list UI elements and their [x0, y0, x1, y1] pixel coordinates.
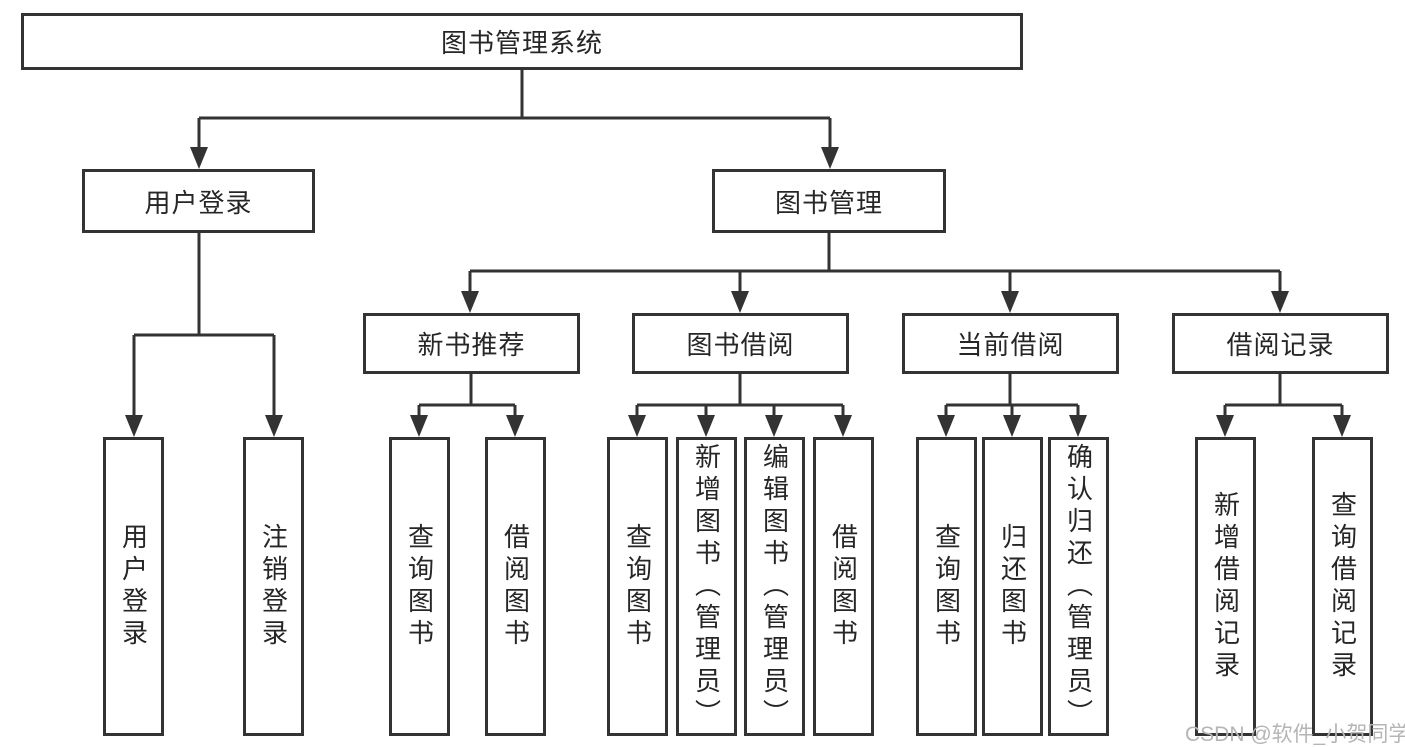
leaf-query-books-current-label: 查询图书: [931, 522, 962, 651]
arrow-icon: [731, 291, 749, 313]
leaf-return-books-label: 归还图书: [997, 522, 1028, 651]
leaf-confirm-return-admin-label: 确认归还（管理员）: [1063, 442, 1094, 731]
arrow-icon: [1003, 415, 1021, 437]
leaf-query-borrow-record-label: 查询借阅记录: [1327, 490, 1358, 683]
leaf-query-books-recommend: 查询图书: [389, 437, 450, 736]
node-book-borrow: 图书借阅: [632, 313, 849, 374]
leaf-add-book-admin: 新增图书（管理员）: [676, 437, 737, 736]
arrow-icon: [765, 415, 783, 437]
arrow-icon: [1001, 291, 1019, 313]
leaf-logout-label: 注销登录: [258, 522, 289, 651]
arrow-icon: [1216, 415, 1234, 437]
node-borrow-records-label: 借阅记录: [1226, 330, 1335, 360]
leaf-confirm-return-admin: 确认归还（管理员）: [1048, 437, 1109, 736]
leaf-add-book-admin-label: 新增图书（管理员）: [691, 442, 722, 731]
leaf-query-books-current: 查询图书: [916, 437, 977, 736]
leaf-query-books-recommend-label: 查询图书: [404, 522, 435, 651]
leaf-borrow-books-borrow: 借阅图书: [813, 437, 874, 736]
arrow-icon: [1069, 415, 1087, 437]
leaf-borrow-books-borrow-label: 借阅图书: [828, 522, 859, 651]
arrow-icon: [125, 415, 143, 437]
leaf-query-books-borrow-label: 查询图书: [622, 522, 653, 651]
leaf-edit-book-admin: 编辑图书（管理员）: [744, 437, 805, 736]
arrow-icon: [1333, 415, 1351, 437]
arrow-icon: [628, 415, 646, 437]
node-current-borrow-label: 当前借阅: [956, 330, 1065, 360]
leaf-query-books-borrow: 查询图书: [607, 437, 668, 736]
arrow-icon: [697, 415, 715, 437]
arrow-icon: [834, 415, 852, 437]
arrow-icon: [461, 291, 479, 313]
leaf-add-borrow-record-label: 新增借阅记录: [1210, 490, 1241, 683]
node-current-borrow: 当前借阅: [902, 313, 1119, 374]
node-root: 图书管理系统: [21, 13, 1023, 70]
node-user-login: 用户登录: [82, 169, 315, 233]
node-book-management-label: 图书管理: [774, 187, 883, 218]
node-user-login-label: 用户登录: [144, 187, 253, 218]
node-book-borrow-label: 图书借阅: [686, 330, 795, 360]
leaf-edit-book-admin-label: 编辑图书（管理员）: [759, 442, 790, 731]
arrowheads: [125, 147, 1351, 437]
leaf-borrow-books-recommend: 借阅图书: [485, 437, 546, 736]
arrow-icon: [410, 415, 428, 437]
leaf-user-login-label: 用户登录: [118, 522, 149, 651]
leaf-add-borrow-record: 新增借阅记录: [1195, 437, 1256, 736]
leaf-return-books: 归还图书: [982, 437, 1043, 736]
leaf-user-login: 用户登录: [103, 437, 164, 736]
arrow-icon: [190, 147, 208, 169]
leaf-borrow-books-recommend-label: 借阅图书: [500, 522, 531, 651]
leaf-logout: 注销登录: [243, 437, 304, 736]
node-new-book-recommend: 新书推荐: [363, 313, 580, 374]
watermark: CSDN @软件_小贺同学: [1185, 723, 1405, 746]
connector-paths: [132, 70, 1344, 416]
arrow-icon: [821, 147, 839, 169]
arrow-icon: [1271, 291, 1289, 313]
node-new-book-recommend-label: 新书推荐: [417, 330, 526, 360]
arrow-icon: [265, 415, 283, 437]
node-book-management: 图书管理: [712, 169, 946, 233]
arrow-icon: [506, 415, 524, 437]
node-borrow-records: 借阅记录: [1172, 313, 1389, 374]
leaf-query-borrow-record: 查询借阅记录: [1312, 437, 1373, 736]
node-root-label: 图书管理系统: [440, 28, 603, 58]
arrow-icon: [937, 415, 955, 437]
